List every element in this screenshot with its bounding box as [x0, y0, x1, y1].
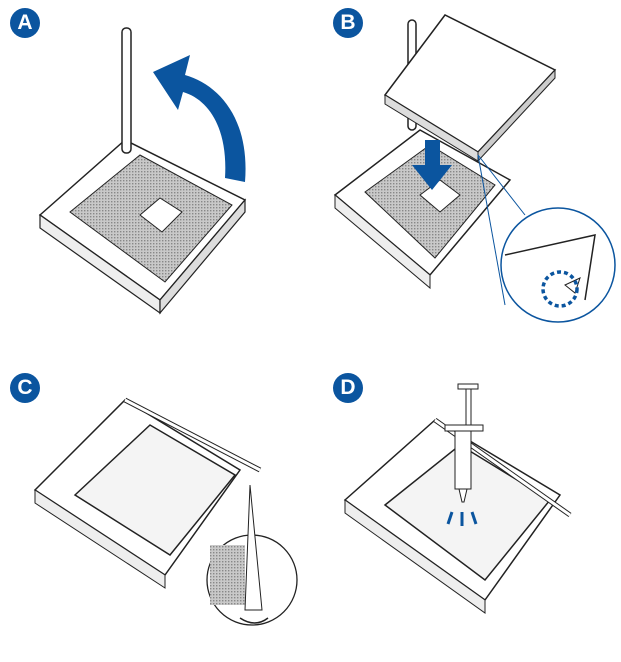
- rotate-arrow-icon: [239, 617, 269, 624]
- step-label-d: D: [333, 373, 363, 403]
- alignment-triangle-marker: [541, 270, 579, 308]
- lift-arrow-icon: [153, 55, 246, 182]
- thermal-paste-syringe-icon: [444, 383, 484, 503]
- paste-drop-marks-icon: [446, 511, 478, 526]
- panel-d-apply-thermal-paste: [343, 383, 572, 614]
- panel-a-socket-lever-up: [38, 27, 247, 315]
- installed-cpu: [73, 424, 237, 556]
- step-label-b: B: [333, 8, 363, 38]
- step-label-c: C: [10, 373, 40, 403]
- step-label-a: A: [10, 8, 40, 38]
- panel-b-insert-cpu: [333, 14, 616, 323]
- down-arrow-icon: [412, 140, 452, 190]
- panel-c-lower-lever: [33, 397, 298, 626]
- socket-lever: [121, 27, 132, 154]
